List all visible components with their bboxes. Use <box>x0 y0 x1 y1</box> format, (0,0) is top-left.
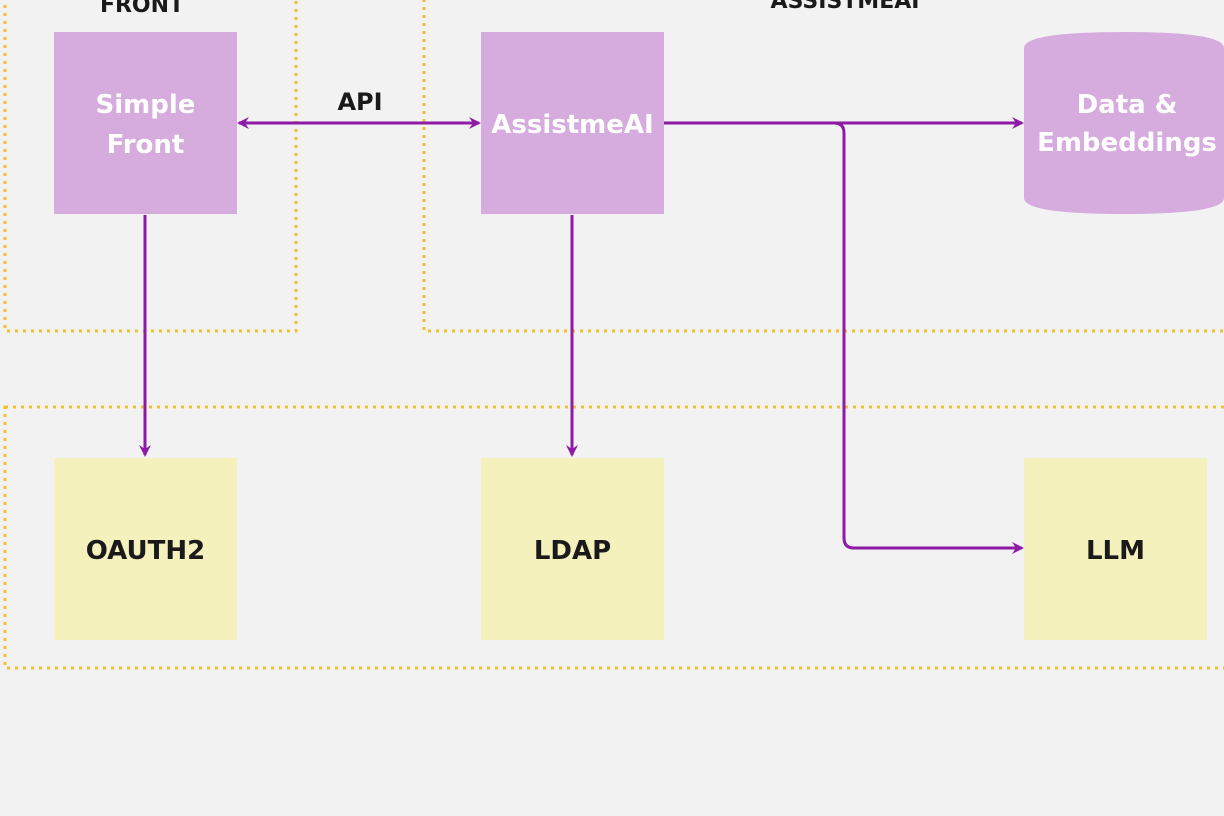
node-oauth2-box <box>54 458 237 640</box>
node-data-embeddings-label-line2: Embeddings <box>1037 128 1217 158</box>
node-ldap-box <box>481 458 664 640</box>
edge-assistmeai-to-llm <box>664 121 1024 554</box>
node-assistmeai-label: AssistmeAI <box>491 110 653 140</box>
group-title-assistmeai: ASSISTMEAI <box>771 0 920 14</box>
group-title-front: FRONT <box>100 0 184 18</box>
group-frame-external <box>3 405 1224 670</box>
node-llm-box <box>1024 458 1207 640</box>
node-oauth2[interactable]: OAUTH2 <box>54 458 237 640</box>
node-ldap[interactable]: LDAP <box>481 458 664 640</box>
node-simple-front-box <box>54 32 237 214</box>
node-data-embeddings[interactable]: Data & Embeddings <box>1024 32 1224 214</box>
node-assistmeai-box <box>481 32 664 214</box>
node-oauth2-label: OAUTH2 <box>86 536 205 566</box>
group-frame-front <box>3 0 298 333</box>
node-simple-front-label-line2: Front <box>107 130 185 160</box>
node-llm-label: LLM <box>1086 536 1145 566</box>
node-ldap-label: LDAP <box>534 536 611 566</box>
node-llm[interactable]: LLM <box>1024 458 1207 640</box>
edge-label-api: API <box>337 88 382 116</box>
node-simple-front-label-line1: Simple <box>96 90 196 120</box>
node-data-embeddings-label-line1: Data & <box>1077 90 1178 120</box>
database-cylinder-icon <box>1024 32 1224 214</box>
node-assistmeai[interactable]: AssistmeAI <box>481 32 664 214</box>
node-simple-front[interactable]: Simple Front <box>54 32 237 214</box>
